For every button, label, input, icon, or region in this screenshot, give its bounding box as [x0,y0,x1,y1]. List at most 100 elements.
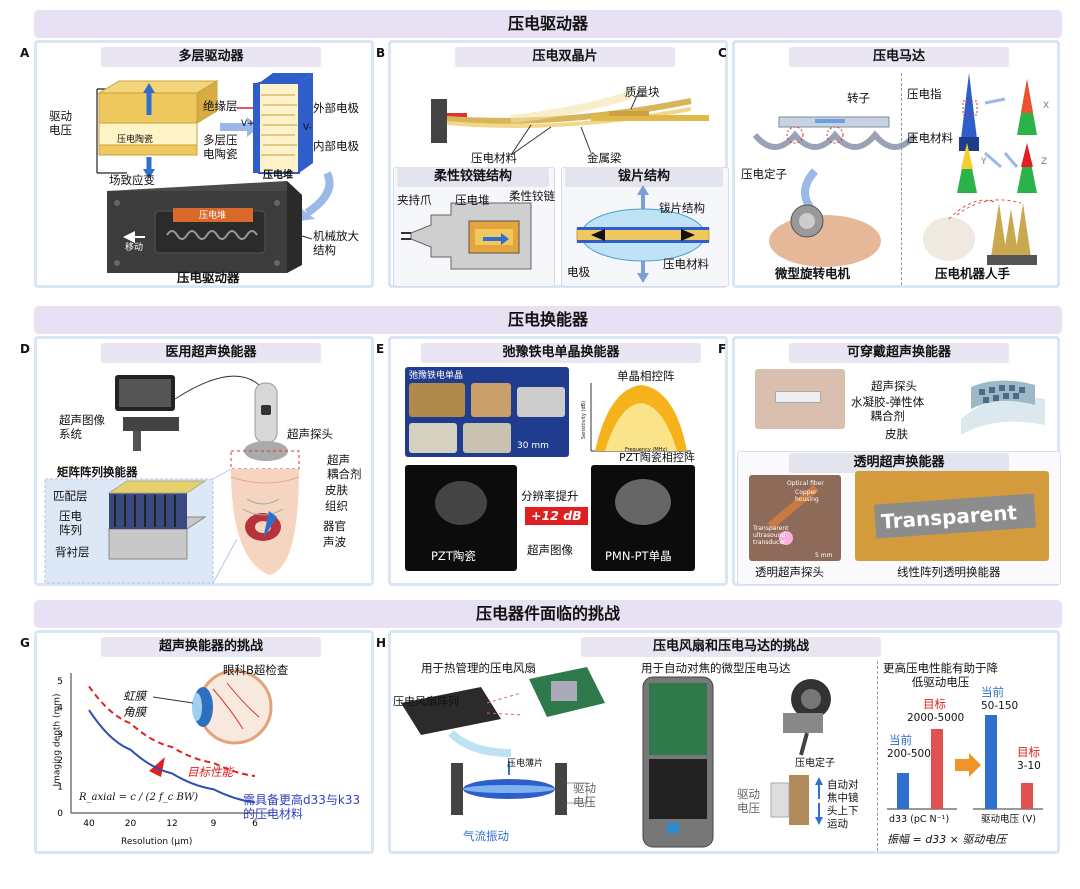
label-outer-electrode: 外部电极 [313,101,359,115]
label-current-1: 当前 [889,733,912,747]
g-y-tick-5: 5 [57,677,63,687]
transparent-probe-photo [749,475,841,561]
label-move: 移动 [125,243,144,253]
label-fan-array: 压电风扇阵列 [393,695,459,708]
label-insulation: 绝缘层 [203,99,238,113]
label-probe: 超声探头 [287,427,333,441]
panel-d: 医用超声换能器 超声图像 系统 超声探头 超声 耦合剂 皮肤 [34,336,374,586]
panel-e: 弛豫铁电单晶换能器 弛豫铁电单晶 30 mm 单晶相控阵 PZT陶瓷相控阵 Se… [388,336,728,586]
label-cymbal: 钹片结构 [659,201,705,215]
panel-e-title: 弛豫铁电单晶换能器 [421,343,701,363]
label-matrix: 矩阵阵列换能器 [57,465,138,479]
section-title-transducer: 压电换能器 [34,306,1062,334]
g-x-tick-2: 12 [166,819,177,829]
label-pzt-phased: PZT陶瓷相控阵 [619,451,695,464]
label-gel: 水凝胶-弹性体 耦合剂 [851,395,925,423]
label-h-stator: 压电定子 [795,758,835,769]
motor-illustration [752,73,1037,267]
label-gain: +12 dB [525,507,588,525]
section-title-challenges: 压电器件面临的挑战 [34,600,1062,628]
cornea-illustration [192,693,202,721]
label-drive-v: 驱动 电压 [573,781,596,809]
g-y-tick-4: 4 [57,703,63,713]
label-us-image: 超声图像 [527,543,573,557]
label-tut: Transparent ultrasound transducer [753,525,789,546]
panel-g-title: 超声换能器的挑战 [101,637,321,657]
panel-h: 压电风扇和压电马达的挑战 用于热管理的压电风扇 压电风扇阵列 压电薄片 气流振动… [388,630,1060,854]
label-x-d33: d33 (pC N⁻¹) [889,814,950,825]
label-v-cur: 50-150 [981,700,1019,712]
label-stack: 压电堆 [263,170,293,181]
label-copper: Copper housing [795,489,819,503]
panel-f-title: 可穿戴超声换能器 [789,343,1009,363]
label-skin: 皮肤 [325,483,348,497]
label-d33-cur: 200-500 [887,748,931,760]
panel-b: 压电双晶片 质量块 压电材料 金属梁 柔性铰链结构 夹持爪 压电堆 柔性铰链 钹… [388,40,729,288]
label-perf-title: 更高压电性能有助于降 低驱动电压 [883,661,998,689]
g-y-tick-3: 3 [57,730,63,740]
label-v-plus: V+ [241,119,255,129]
panel-b-title: 压电双晶片 [455,47,675,67]
g-x-tick-4: 6 [252,819,258,829]
label-v-minus: V- [303,123,312,133]
label-iris: 虹膜 [123,689,146,703]
medical-ultrasound-illustration [44,375,300,584]
label-multilayer: 多层压 电陶瓷 [203,133,238,161]
label-finger: 压电指 [907,87,942,101]
panel-letter-g: G [20,636,30,650]
label-backing: 背衬层 [55,545,90,559]
label-stack-inner: 压电堆 [199,211,227,221]
label-h-formula: 振幅 = d33 × 驱动电压 [887,833,1007,846]
label-res: 分辨率提升 [521,489,579,503]
wearable-illustration [961,380,1045,435]
g-x-tick-1: 20 [125,819,137,829]
label-b-stack: 压电堆 [455,193,490,207]
label-axis-y: Y [981,157,987,167]
wearable-photo [755,369,845,429]
iris-leader [152,696,194,704]
label-x-v: 驱动电压 (V) [981,814,1036,825]
label-airflow: 气流振动 [463,829,509,843]
panel-c-divider [901,73,902,285]
label-fiber: Optical fiber [787,480,824,487]
label-need: 需具备更高d33与k33 的压电材料 [243,793,361,821]
label-transparent-probe: 透明超声探头 [755,565,824,579]
label-eye: 眼科B超检查 [223,663,289,677]
h-bar-d33-current [897,773,909,809]
label-motor: 微型旋转电机 [775,266,851,281]
h-bar-v-current [985,715,997,809]
label-current-2: 当前 [981,685,1004,699]
g-series-1 [88,685,256,778]
label-phased: 单晶相控阵 [617,369,675,383]
label-d33-tgt: 2000-5000 [907,712,965,724]
g-xlabel: Resolution (μm) [121,837,193,847]
label-freq-axis: Frequency (MHz) [625,447,668,453]
panel-c: 压电马达 转子 压电定子 压电指 压电材料 X [732,40,1060,288]
label-inner-electrode: 内部电极 [313,139,359,153]
label-target-1: 目标 [923,697,946,711]
label-rotor: 转子 [847,91,870,105]
hinge-illustration [401,202,532,270]
label-motor-title: 用于自动对焦的微型压电马达 [641,661,791,675]
h-middle-arrow [955,753,981,777]
label-pzt: PZT陶瓷 [431,549,476,563]
label-axis-z: Z [1041,157,1048,167]
label-film: 压电薄片 [507,759,544,769]
label-stator: 压电定子 [741,167,787,181]
panel-h-title: 压电风扇和压电马达的挑战 [581,637,881,657]
panel-letter-c: C [718,46,727,60]
label-axis-x: X [1043,101,1050,111]
transparent-title: 透明超声换能器 [789,453,1009,473]
label-cornea: 角膜 [123,705,146,719]
label-matching: 匹配层 [53,489,88,503]
label-linear: 线性阵列透明换能器 [897,565,1001,579]
multilayer-actuator-illustration [96,73,334,273]
panel-f: 可穿戴超声换能器 超声探头 水凝胶-弹性体 耦合剂 皮肤 透明超声换能器 Opt… [732,336,1061,586]
eye-vessels [212,682,260,730]
g-y-tick-1: 1 [57,783,63,793]
panel-letter-f: F [718,342,727,356]
panel-d-title: 医用超声换能器 [101,343,321,363]
panel-c-title: 压电马达 [789,47,1009,67]
label-ceramic: 压电陶瓷 [117,135,154,145]
